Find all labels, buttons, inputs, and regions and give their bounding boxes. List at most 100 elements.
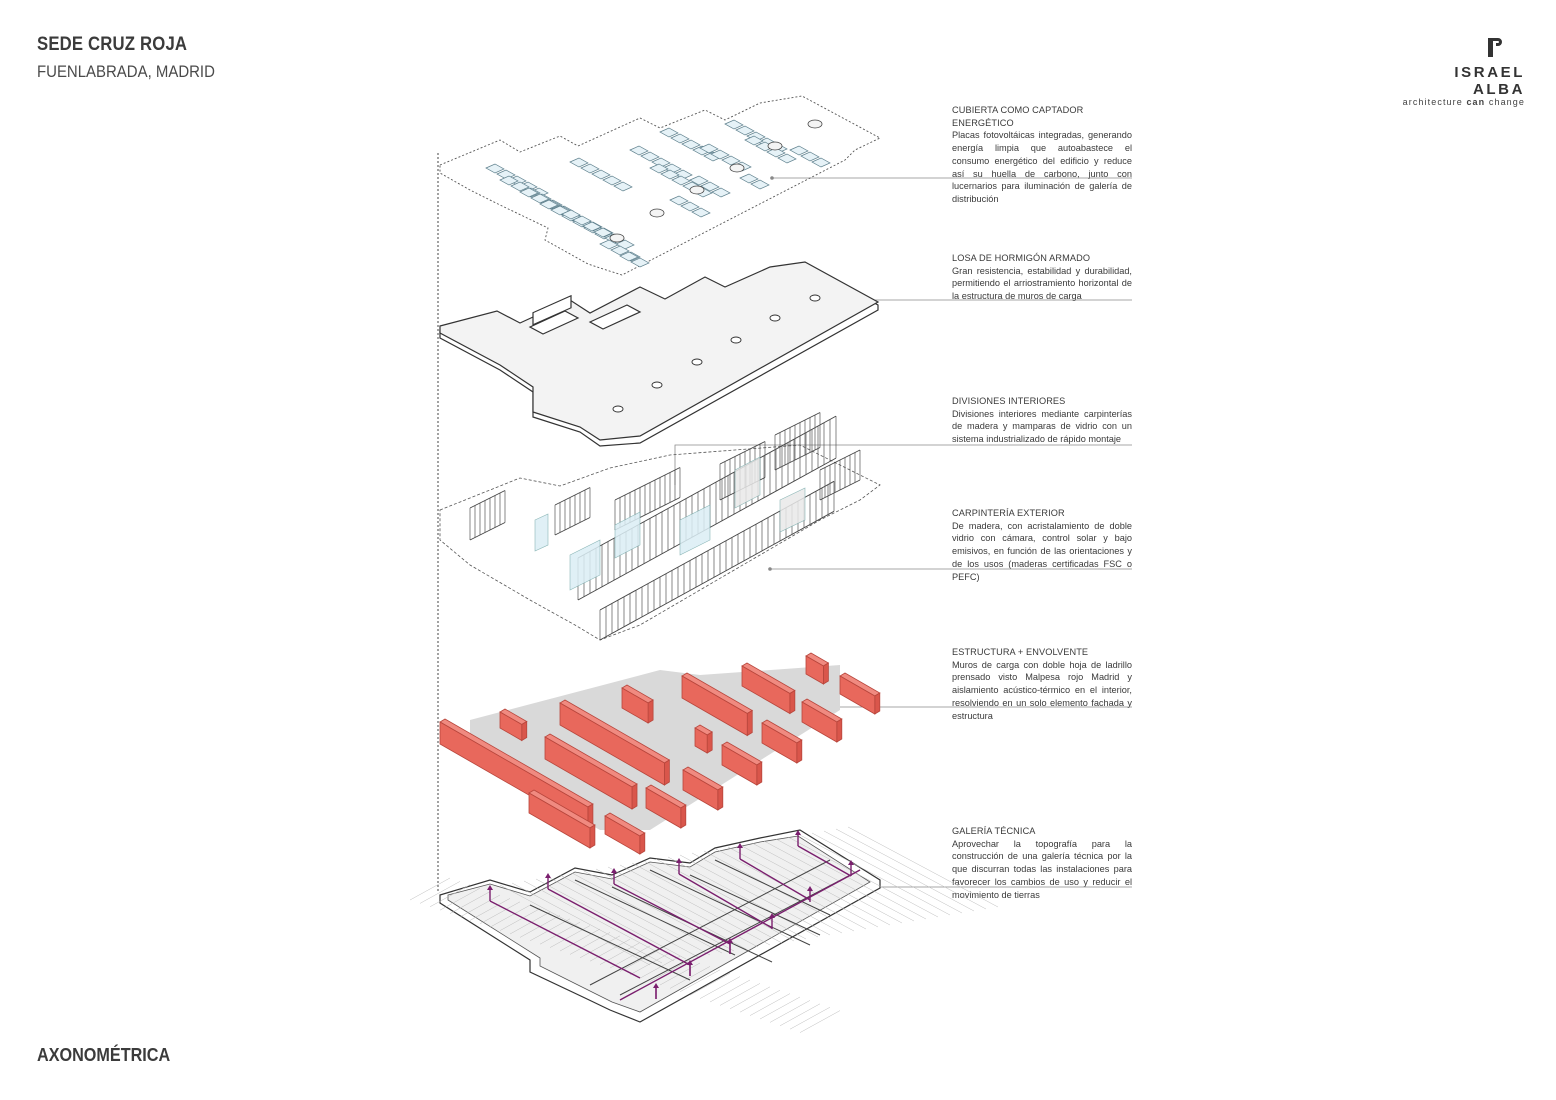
gallery-floor <box>447 835 871 1013</box>
layer-note-losa: LOSA DE HORMIGÓN ARMADO Gran resistencia… <box>952 252 1132 303</box>
brick-wall-end <box>874 692 881 715</box>
grid-line <box>789 1006 831 1030</box>
brick-wall <box>839 675 876 715</box>
brick-wall-end <box>717 786 724 811</box>
pv-panel <box>724 119 744 130</box>
brick-wall-end <box>639 832 646 855</box>
pv-panels <box>485 119 831 268</box>
pv-panel <box>593 227 613 238</box>
partition-mullion <box>614 467 681 501</box>
pv-panel <box>569 157 589 168</box>
layer-title: CUBIERTA COMO CAPTADOR ENERGÉTICO <box>952 105 1084 128</box>
grid-line <box>539 921 581 945</box>
grid-line <box>559 874 711 956</box>
grid-line <box>595 868 747 950</box>
pv-panel <box>691 207 711 218</box>
brick-wall-end <box>521 720 528 742</box>
arrow-icon <box>807 886 813 891</box>
partition-mullion <box>774 447 821 471</box>
gallery-partitions <box>529 859 861 996</box>
layer-body: De madera, con acristalamiento de doble … <box>952 520 1132 582</box>
pv-panel <box>744 135 764 146</box>
partition-mullion <box>554 487 591 506</box>
brick-wall-end <box>706 731 713 754</box>
technical-gallery-layer <box>409 826 999 1033</box>
grid-line <box>535 878 687 960</box>
grid-line <box>499 908 541 931</box>
grid-line <box>449 891 491 914</box>
brick-walls-layer <box>439 652 881 855</box>
pipe-run <box>619 869 861 1001</box>
grid-line <box>689 972 731 996</box>
pv-panel <box>613 181 633 192</box>
pv-panel <box>699 143 719 154</box>
brick-wall <box>801 701 838 743</box>
arrow-icon <box>676 858 682 863</box>
brick-wall <box>544 736 633 810</box>
arrow-icon <box>611 868 617 873</box>
pv-panel <box>700 181 720 192</box>
pipe-run <box>613 883 731 945</box>
grid-line <box>729 986 771 1010</box>
pv-panel <box>789 145 809 156</box>
grid-line <box>409 877 451 901</box>
grid-line <box>739 989 781 1013</box>
layer-body: Aprovechar la topografía para la constru… <box>952 838 1132 900</box>
layer-note-divisiones: DIVISIONES INTERIORES Divisiones interio… <box>952 395 1132 446</box>
grid-line <box>523 880 675 962</box>
grid-line <box>811 832 963 914</box>
grid-line <box>479 901 521 925</box>
window-mullions <box>469 412 861 641</box>
pipe-run <box>797 845 852 877</box>
logo: ISRAEL ALBA architecture can change <box>1400 36 1525 107</box>
grid-line <box>619 949 661 972</box>
partition-mullion <box>719 441 766 465</box>
pv-panel <box>640 151 660 162</box>
pv-panel <box>710 149 730 160</box>
layer-note-cubierta: CUBIERTA COMO CAPTADOR ENERGÉTICO Placas… <box>952 104 1132 206</box>
grid-line <box>679 854 831 936</box>
layer-body: Muros de carga con doble hoja de ladrill… <box>952 659 1132 721</box>
partition-mullion <box>819 449 861 471</box>
grid-line <box>759 996 801 1020</box>
brick-wall <box>761 722 798 764</box>
pv-panel <box>582 221 602 232</box>
brick-wall <box>805 655 824 685</box>
grid-line <box>669 966 711 989</box>
pv-panel <box>811 157 831 168</box>
layer-title: CARPINTERÍA EXTERIOR <box>952 508 1065 518</box>
grid-line <box>727 846 879 928</box>
pv-panel <box>485 163 505 174</box>
slab-opening <box>588 304 642 330</box>
logo-tagline: architecture can change <box>1402 97 1525 107</box>
pv-panel <box>530 193 550 204</box>
grid-line <box>607 866 759 948</box>
grid-line <box>589 938 631 962</box>
partition-mullion <box>469 490 506 509</box>
pv-panel <box>610 245 630 256</box>
grid-line <box>835 828 987 910</box>
pv-panel <box>670 133 690 144</box>
arrow-icon <box>737 843 743 848</box>
grid-line <box>799 834 951 916</box>
grid-line <box>511 882 663 964</box>
grid-line <box>631 862 783 944</box>
grid-line <box>667 856 819 938</box>
pv-panel <box>599 239 619 250</box>
grid-line <box>439 887 481 911</box>
grid-line <box>699 976 741 999</box>
brick-wall <box>721 744 758 786</box>
pipe-run <box>739 858 811 901</box>
pv-panel <box>669 195 689 206</box>
layer-body: Gran resistencia, estabilidad y durabili… <box>952 265 1132 302</box>
grid-line <box>419 881 461 904</box>
layer-body: Placas fotovoltáicas integradas, generan… <box>952 130 1132 204</box>
brick-wall-end <box>746 709 753 737</box>
grid-line <box>751 842 903 924</box>
arrow-icon <box>848 860 854 865</box>
slab-opening <box>532 294 572 326</box>
pv-panel <box>572 215 592 226</box>
pv-panel <box>591 169 611 180</box>
grid-line <box>847 826 999 908</box>
